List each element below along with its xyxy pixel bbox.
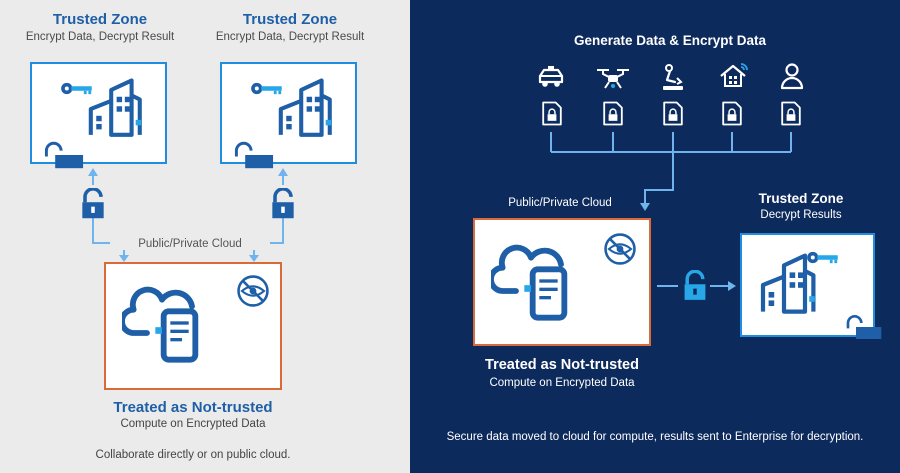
right-not-trusted-subtitle: Compute on Encrypted Data — [489, 377, 635, 389]
left-cloud-label: Public/Private Cloud — [110, 238, 270, 250]
not-trusted-box-left — [104, 262, 282, 390]
left-down-arrow — [119, 255, 129, 262]
no-eye-icon — [603, 232, 637, 266]
drone-icon — [597, 69, 629, 89]
right-zone-subtitle: Encrypt Data, Decrypt Result — [215, 31, 365, 43]
right-down-arrow — [249, 255, 259, 262]
cloud-server-icon — [491, 238, 591, 324]
right-zone-title: Trusted Zone — [242, 11, 338, 28]
generate-title: Generate Data & Encrypt Data — [573, 33, 767, 48]
trusted-zone-box — [740, 233, 875, 337]
left-up-arrow — [88, 168, 98, 176]
open-lock-icon — [232, 140, 276, 170]
encrypted-doc-icon — [721, 100, 743, 127]
right-caption: Secure data moved to cloud for compute, … — [446, 431, 864, 443]
left-connectors — [88, 168, 288, 262]
trusted-zone-box-left — [30, 62, 167, 164]
right-zone-title: Trusted Zone — [758, 191, 844, 206]
person-icon — [780, 63, 804, 90]
down-arrow-to-cloud — [640, 203, 650, 211]
open-lock-icon — [844, 313, 884, 341]
open-lock-icon — [42, 140, 86, 170]
right-not-trusted-title: Treated as Not-trusted — [485, 357, 639, 373]
right-zone-subtitle: Decrypt Results — [760, 209, 842, 221]
no-eye-icon — [236, 274, 270, 308]
encrypted-doc-icon — [602, 100, 624, 127]
left-not-trusted-title: Treated as Not-trusted — [113, 399, 273, 416]
encrypted-doc-icon — [780, 100, 802, 127]
left-connector-line — [92, 203, 125, 258]
left-panel: Trusted Zone Encrypt Data, Decrypt Resul… — [0, 0, 410, 473]
encrypted-doc-icon — [541, 100, 563, 127]
left-zone-title: Trusted Zone — [52, 11, 148, 28]
left-zone-subtitle: Encrypt Data, Decrypt Result — [25, 31, 175, 43]
building-icon — [84, 74, 152, 144]
right-cloud-label: Public/Private Cloud — [508, 197, 612, 209]
smart-home-icon — [720, 63, 748, 87]
left-not-trusted-subtitle: Compute on Encrypted Data — [120, 418, 266, 430]
left-caption: Collaborate directly or on public cloud. — [95, 449, 291, 461]
right-panel: Generate Data & Encrypt Data Public/P — [410, 0, 900, 473]
building-icon — [756, 249, 826, 321]
padlock-icon — [682, 270, 708, 302]
bus-to-cloud-line — [644, 152, 674, 206]
car-icon — [538, 66, 564, 87]
trusted-zone-box-right — [220, 62, 357, 164]
robot-arm-icon — [663, 64, 683, 90]
padlock-icon-right — [269, 188, 297, 220]
cloud-server-icon — [122, 280, 222, 366]
not-trusted-box-right — [473, 218, 651, 346]
padlock-icon-left — [79, 188, 107, 220]
right-arrow-to-zone — [728, 281, 736, 291]
encrypted-doc-icon — [662, 100, 684, 127]
right-up-arrow — [278, 168, 288, 176]
building-icon — [274, 74, 342, 144]
right-connectors — [550, 132, 792, 291]
